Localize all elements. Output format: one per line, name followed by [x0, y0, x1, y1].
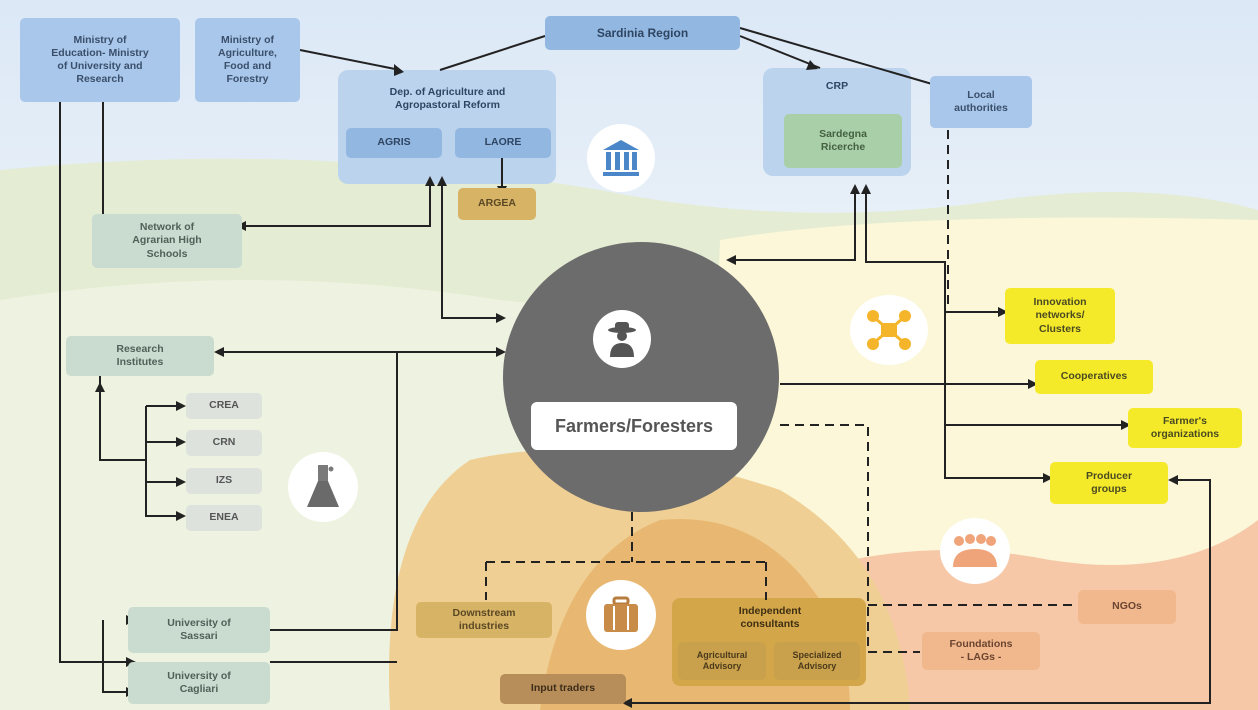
farmer-icon — [593, 310, 651, 368]
drone-icon — [850, 295, 928, 365]
farmers-circle — [503, 242, 779, 512]
innovation-networks-box: Innovation networks/ Clusters — [1005, 288, 1115, 344]
people-icon — [940, 518, 1010, 584]
univ-sassari-box: University of Sassari — [128, 607, 270, 653]
argea-box: ARGEA — [458, 188, 536, 220]
flask-icon — [288, 452, 358, 522]
local-authorities-box: Local authorities — [930, 76, 1032, 128]
agris-box: AGRIS — [346, 128, 442, 158]
laore-box: LAORE — [455, 128, 551, 158]
farmers-label: Farmers/Foresters — [531, 402, 737, 450]
crea-box: CREA — [186, 393, 262, 419]
ngos-box: NGOs — [1078, 590, 1176, 624]
specialized-advisory-box: Specialized Advisory — [774, 642, 860, 680]
cooperatives-box: Cooperatives — [1035, 360, 1153, 394]
univ-cagliari-box: University of Cagliari — [128, 662, 270, 704]
dep-agriculture-label: Dep. of Agriculture and Agropastoral Ref… — [389, 85, 506, 111]
downstream-industries-box: Downstream industries — [416, 602, 552, 638]
sardinia-region-box: Sardinia Region — [545, 16, 740, 50]
independent-consultants-label: Independent consultants — [738, 604, 802, 630]
foundations-box: Foundations - LAGs - — [922, 632, 1040, 670]
sardegna-ricerche-box: Sardegna Ricerche — [784, 114, 902, 168]
research-institutes-box: Research Institutes — [66, 336, 214, 376]
ministry-agriculture-box: Ministry of Agriculture, Food and Forest… — [195, 18, 300, 102]
crn-box: CRN — [186, 430, 262, 456]
enea-box: ENEA — [186, 505, 262, 531]
ministry-education-box: Ministry of Education- Ministry of Unive… — [20, 18, 180, 102]
agricultural-advisory-box: Agricultural Advisory — [678, 642, 766, 680]
producer-groups-box: Producer groups — [1050, 462, 1168, 504]
briefcase-icon — [586, 580, 656, 650]
farmers-organizations-box: Farmer's organizations — [1128, 408, 1242, 448]
izs-box: IZS — [186, 468, 262, 494]
input-traders-box: Input traders — [500, 674, 626, 704]
agrarian-schools-box: Network of Agrarian High Schools — [92, 214, 242, 268]
crp-label: CRP — [825, 80, 849, 93]
bank-icon — [587, 124, 655, 192]
